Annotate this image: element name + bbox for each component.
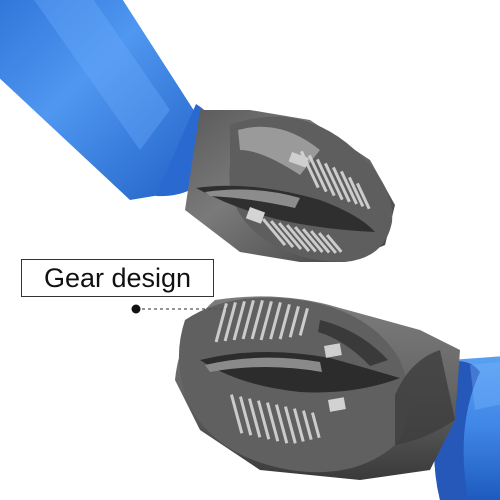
blue-handle-upper xyxy=(0,0,210,200)
screwdriver-bit-upper xyxy=(0,0,395,263)
screwdriver-bit-lower xyxy=(175,296,500,500)
gear-design-callout: Gear design xyxy=(21,259,214,297)
callout-leader xyxy=(131,304,228,314)
callout-dot xyxy=(131,304,141,314)
callout-label: Gear design xyxy=(43,262,192,293)
